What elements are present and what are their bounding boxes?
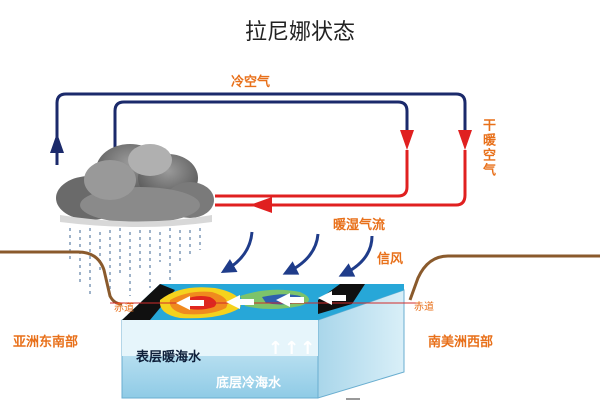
ocean-current-arrows <box>176 291 346 310</box>
rain-cloud-icon <box>56 144 214 227</box>
deep-cold-water-label: 底层冷海水 <box>216 376 282 391</box>
south-america-coastline <box>408 254 600 301</box>
rain-streaks <box>69 228 201 298</box>
inner-arrow-down <box>400 130 414 150</box>
inner-warm-loop <box>215 150 409 198</box>
dry-warm-air-label: 干暖空气 <box>480 118 495 178</box>
trade-wind-arrow-2 <box>282 233 320 275</box>
cold-air-loop <box>55 92 467 165</box>
upwelling-arrows-icon: ↑↑↑ <box>268 338 317 359</box>
trade-wind-arrow-3 <box>338 235 374 277</box>
warm-air-arrow-left <box>250 197 272 213</box>
west-south-america-label: 南美洲西部 <box>428 335 494 350</box>
trade-wind-label: 信风 <box>377 252 404 267</box>
surface-warm-water-label: 表层暖海水 <box>136 350 202 365</box>
cold-air-arrow-up <box>50 133 64 153</box>
surface-water-layer <box>122 320 318 356</box>
trade-wind-arrow-1 <box>220 231 254 274</box>
inner-cold-loop <box>113 100 409 165</box>
dry-warm-air-loop <box>215 150 467 207</box>
warm-humid-flow-label: 暖湿气流 <box>333 218 386 233</box>
cold-air-arrow-down <box>458 130 472 150</box>
equator-left-label: 赤道 <box>114 303 134 314</box>
page-title: 拉尼娜状态 <box>244 20 355 45</box>
dark-region-left <box>122 284 175 320</box>
equator-right-label: 赤道 <box>414 302 434 313</box>
asia-coastline <box>0 250 123 306</box>
southeast-asia-label: 亚洲东南部 <box>13 335 79 350</box>
cold-air-label: 冷空气 <box>231 75 271 90</box>
